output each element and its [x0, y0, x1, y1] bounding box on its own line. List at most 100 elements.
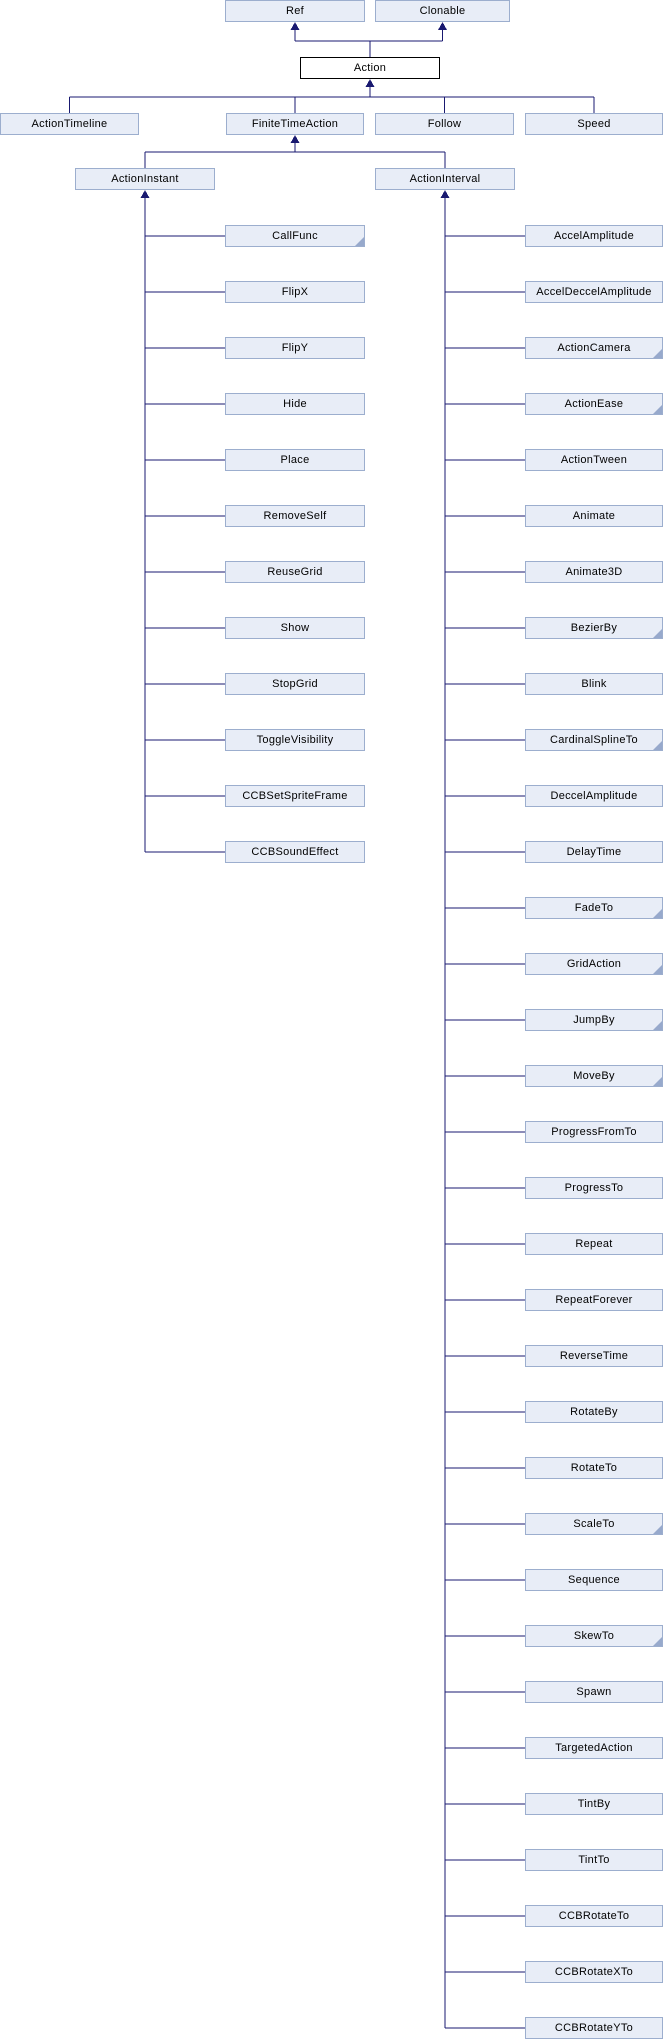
- class-node-CCBRotateYTo[interactable]: CCBRotateYTo: [525, 2017, 663, 2039]
- has-subclasses-fold-icon: [355, 237, 364, 246]
- class-node-SkewTo[interactable]: SkewTo: [525, 1625, 663, 1647]
- class-node-label: Animate3D: [565, 566, 623, 578]
- class-node-ProgressTo[interactable]: ProgressTo: [525, 1177, 663, 1199]
- class-node-FlipY[interactable]: FlipY: [225, 337, 365, 359]
- class-node-label: TargetedAction: [555, 1742, 633, 1754]
- has-subclasses-fold-icon: [653, 1637, 662, 1646]
- class-node-label: FadeTo: [574, 902, 614, 914]
- class-node-ActionTween[interactable]: ActionTween: [525, 449, 663, 471]
- class-node-label: ActionTimeline: [31, 118, 108, 130]
- has-subclasses-fold-icon: [653, 1525, 662, 1534]
- class-node-label: ReuseGrid: [267, 566, 323, 578]
- class-node-Place[interactable]: Place: [225, 449, 365, 471]
- class-node-label: GridAction: [566, 958, 622, 970]
- class-node-TintBy[interactable]: TintBy: [525, 1793, 663, 1815]
- has-subclasses-fold-icon: [653, 741, 662, 750]
- class-node-RotateBy[interactable]: RotateBy: [525, 1401, 663, 1423]
- class-node-FadeTo[interactable]: FadeTo: [525, 897, 663, 919]
- class-node-label: Blink: [581, 678, 607, 690]
- has-subclasses-fold-icon: [653, 1077, 662, 1086]
- has-subclasses-fold-icon: [653, 1021, 662, 1030]
- has-subclasses-fold-icon: [653, 349, 662, 358]
- class-node-CardinalSplineTo[interactable]: CardinalSplineTo: [525, 729, 663, 751]
- class-node-label: RepeatForever: [555, 1294, 633, 1306]
- class-node-label: AccelDeccelAmplitude: [536, 286, 652, 298]
- inheritance-arrowhead-icon: [140, 190, 150, 198]
- class-node-Blink[interactable]: Blink: [525, 673, 663, 695]
- class-node-label: CCBSoundEffect: [251, 846, 339, 858]
- class-node-CallFunc[interactable]: CallFunc: [225, 225, 365, 247]
- class-node-Repeat[interactable]: Repeat: [525, 1233, 663, 1255]
- class-node-label: Animate: [572, 510, 616, 522]
- class-node-label: ProgressTo: [564, 1182, 624, 1194]
- class-node-label: DelayTime: [566, 846, 622, 858]
- class-node-label: Sequence: [568, 1574, 620, 1586]
- class-node-DeccelAmplitude[interactable]: DeccelAmplitude: [525, 785, 663, 807]
- class-node-Ref[interactable]: Ref: [225, 0, 365, 22]
- class-node-Hide[interactable]: Hide: [225, 393, 365, 415]
- has-subclasses-fold-icon: [653, 909, 662, 918]
- class-node-AccelDeccelAmplitude[interactable]: AccelDeccelAmplitude: [525, 281, 663, 303]
- class-node-label: Ref: [285, 5, 305, 17]
- class-node-CCBRotateXTo[interactable]: CCBRotateXTo: [525, 1961, 663, 1983]
- class-node-RepeatForever[interactable]: RepeatForever: [525, 1289, 663, 1311]
- class-node-Clonable[interactable]: Clonable: [375, 0, 510, 22]
- class-node-ReverseTime[interactable]: ReverseTime: [525, 1345, 663, 1367]
- class-node-TargetedAction[interactable]: TargetedAction: [525, 1737, 663, 1759]
- class-node-TintTo[interactable]: TintTo: [525, 1849, 663, 1871]
- class-node-label: Hide: [283, 398, 307, 410]
- class-node-ScaleTo[interactable]: ScaleTo: [525, 1513, 663, 1535]
- class-node-ActionEase[interactable]: ActionEase: [525, 393, 663, 415]
- class-node-Spawn[interactable]: Spawn: [525, 1681, 663, 1703]
- class-node-label: TintBy: [577, 1798, 611, 1810]
- class-node-CCBSetSpriteFrame[interactable]: CCBSetSpriteFrame: [225, 785, 365, 807]
- class-node-FlipX[interactable]: FlipX: [225, 281, 365, 303]
- class-node-ActionTimeline[interactable]: ActionTimeline: [0, 113, 139, 135]
- class-node-Animate[interactable]: Animate: [525, 505, 663, 527]
- class-node-Sequence[interactable]: Sequence: [525, 1569, 663, 1591]
- class-node-label: FlipX: [281, 286, 309, 298]
- class-node-DelayTime[interactable]: DelayTime: [525, 841, 663, 863]
- class-node-label: ActionInterval: [409, 173, 481, 185]
- class-node-BezierBy[interactable]: BezierBy: [525, 617, 663, 639]
- class-node-label: CCBRotateXTo: [554, 1966, 634, 1978]
- class-node-label: Speed: [577, 118, 611, 130]
- class-node-label: Clonable: [419, 5, 466, 17]
- class-node-Animate3D[interactable]: Animate3D: [525, 561, 663, 583]
- class-node-ProgressFromTo[interactable]: ProgressFromTo: [525, 1121, 663, 1143]
- class-node-Speed[interactable]: Speed: [525, 113, 663, 135]
- class-node-Follow[interactable]: Follow: [375, 113, 514, 135]
- class-node-label: Spawn: [576, 1686, 612, 1698]
- class-node-label: RemoveSelf: [263, 510, 327, 522]
- class-node-ActionInterval[interactable]: ActionInterval: [375, 168, 515, 190]
- inheritance-arrowhead-icon: [438, 22, 447, 30]
- has-subclasses-fold-icon: [653, 965, 662, 974]
- class-node-ActionCamera[interactable]: ActionCamera: [525, 337, 663, 359]
- inheritance-arrowhead-icon: [365, 79, 375, 87]
- class-node-CCBSoundEffect[interactable]: CCBSoundEffect: [225, 841, 365, 863]
- class-node-label: AccelAmplitude: [553, 230, 634, 242]
- class-node-label: RotateBy: [570, 1406, 618, 1418]
- class-node-label: FlipY: [281, 342, 309, 354]
- class-node-GridAction[interactable]: GridAction: [525, 953, 663, 975]
- class-node-FiniteTimeAction[interactable]: FiniteTimeAction: [226, 113, 364, 135]
- class-node-StopGrid[interactable]: StopGrid: [225, 673, 365, 695]
- class-node-label: Action: [353, 62, 387, 74]
- class-node-ReuseGrid[interactable]: ReuseGrid: [225, 561, 365, 583]
- class-node-label: SkewTo: [573, 1630, 615, 1642]
- class-node-label: StopGrid: [272, 678, 318, 690]
- class-node-CCBRotateTo[interactable]: CCBRotateTo: [525, 1905, 663, 1927]
- class-node-JumpBy[interactable]: JumpBy: [525, 1009, 663, 1031]
- class-node-RemoveSelf[interactable]: RemoveSelf: [225, 505, 365, 527]
- class-node-ActionInstant[interactable]: ActionInstant: [75, 168, 215, 190]
- class-node-MoveBy[interactable]: MoveBy: [525, 1065, 663, 1087]
- class-node-AccelAmplitude[interactable]: AccelAmplitude: [525, 225, 663, 247]
- class-node-RotateTo[interactable]: RotateTo: [525, 1457, 663, 1479]
- class-node-Show[interactable]: Show: [225, 617, 365, 639]
- class-node-label: CCBRotateYTo: [554, 2022, 634, 2034]
- class-node-label: Show: [280, 622, 310, 634]
- inheritance-arrowhead-icon: [290, 22, 300, 30]
- class-node-ToggleVisibility[interactable]: ToggleVisibility: [225, 729, 365, 751]
